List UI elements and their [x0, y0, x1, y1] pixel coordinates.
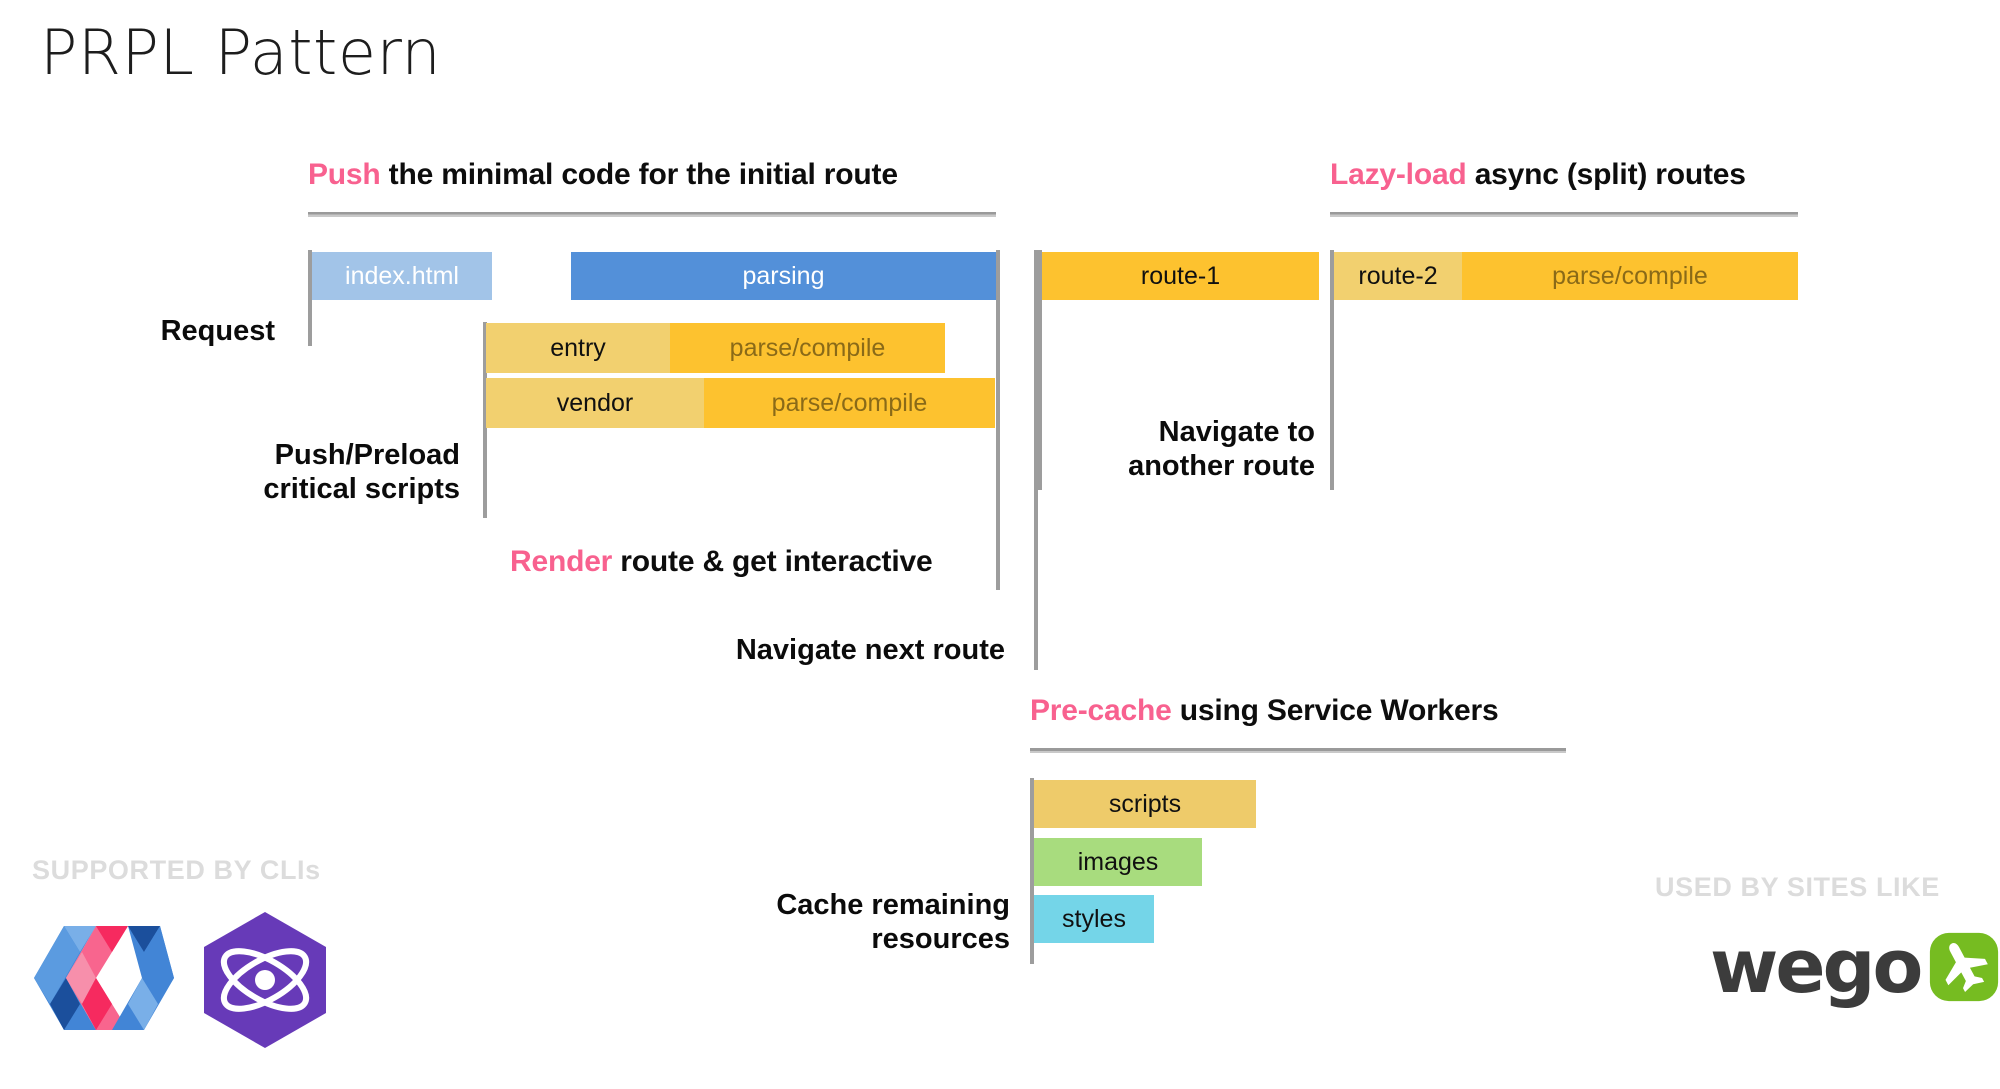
- bar-segment-styles: styles: [1034, 895, 1154, 943]
- bar-segment-entry-parse: parse/compile: [670, 323, 945, 373]
- timeline-tick-route2: [1330, 250, 1334, 490]
- bar-segment-vendor: vendor: [486, 378, 704, 428]
- timeline-tick-navigate-next: [1034, 250, 1038, 670]
- polymer-logo: [34, 922, 174, 1034]
- heading-keyword-push: Push: [308, 158, 381, 191]
- wego-logo: wego: [1710, 930, 2000, 1004]
- bar-segment-route-2-parse: parse/compile: [1462, 252, 1798, 300]
- row-label-cache-remaining: Cache remaining resources: [776, 889, 1010, 956]
- bar-segment-route-1: route-1: [1042, 252, 1319, 300]
- wego-wordmark: wego: [1710, 924, 1923, 1010]
- heading-keyword-precache: Pre-cache: [1030, 694, 1172, 727]
- bar-parsing: parsing: [571, 252, 996, 300]
- timeline-tick-request: [308, 250, 312, 346]
- timeline-tick-pushpreload: [483, 322, 487, 518]
- bar-segment-scripts: scripts: [1034, 780, 1256, 828]
- bar-route-1: route-1: [1042, 252, 1319, 300]
- footer-caption-used-by: USED BY SITES LIKE: [1655, 872, 1940, 902]
- preact-logo: [200, 910, 330, 1050]
- timeline-tick-render: [996, 250, 1000, 590]
- heading-rest-push: the minimal code for the initial route: [380, 158, 898, 191]
- section-rule-lazy: [1330, 212, 1798, 217]
- wego-plane-icon: [1930, 932, 1999, 1002]
- heading-keyword-lazy: Lazy-load: [1330, 158, 1467, 191]
- bar-segment-index-html: index.html: [312, 252, 492, 300]
- bar-images: images: [1034, 838, 1202, 886]
- row-label-request: Request: [160, 315, 275, 347]
- polymer-logo-icon: [34, 926, 174, 1030]
- row-label-navigate-next-route: Navigate next route: [735, 634, 1005, 666]
- timeline-tick-precache: [1030, 778, 1034, 964]
- atom-hexagon-icon: [204, 912, 326, 1048]
- heading-rest-render: route & get interactive: [612, 545, 933, 578]
- section-heading-lazy: Lazy-load async (split) routes: [1330, 158, 1746, 192]
- bar-segment-vendor-parse: parse/compile: [704, 378, 995, 428]
- bar-styles: styles: [1034, 895, 1154, 943]
- heading-rest-lazy: async (split) routes: [1466, 158, 1746, 191]
- bar-segment-route-2: route-2: [1334, 252, 1462, 300]
- row-label-push-preload: Push/Preload critical scripts: [263, 439, 460, 506]
- section-rule-precache: [1030, 748, 1566, 753]
- bar-vendor: vendor parse/compile: [486, 378, 995, 428]
- page-title: PRPL Pattern: [40, 16, 442, 89]
- footer-caption-supported-by: SUPPORTED BY CLIs: [32, 855, 321, 885]
- bar-segment-parsing: parsing: [571, 252, 996, 300]
- bar-entry: entry parse/compile: [486, 323, 945, 373]
- row-label-navigate-another-route: Navigate to another route: [1128, 416, 1315, 483]
- section-rule-push: [308, 212, 996, 217]
- section-heading-render: Render route & get interactive: [510, 545, 933, 579]
- bar-scripts: scripts: [1034, 780, 1256, 828]
- bar-index-html: index.html: [312, 252, 492, 300]
- bar-segment-entry: entry: [486, 323, 670, 373]
- section-heading-precache: Pre-cache using Service Workers: [1030, 694, 1499, 728]
- timeline-tick-route1: [1038, 250, 1042, 490]
- bar-segment-images: images: [1034, 838, 1202, 886]
- section-heading-push: Push the minimal code for the initial ro…: [308, 158, 898, 192]
- heading-rest-precache: using Service Workers: [1171, 694, 1499, 727]
- bar-route-2: route-2 parse/compile: [1334, 252, 1798, 300]
- heading-keyword-render: Render: [510, 545, 613, 578]
